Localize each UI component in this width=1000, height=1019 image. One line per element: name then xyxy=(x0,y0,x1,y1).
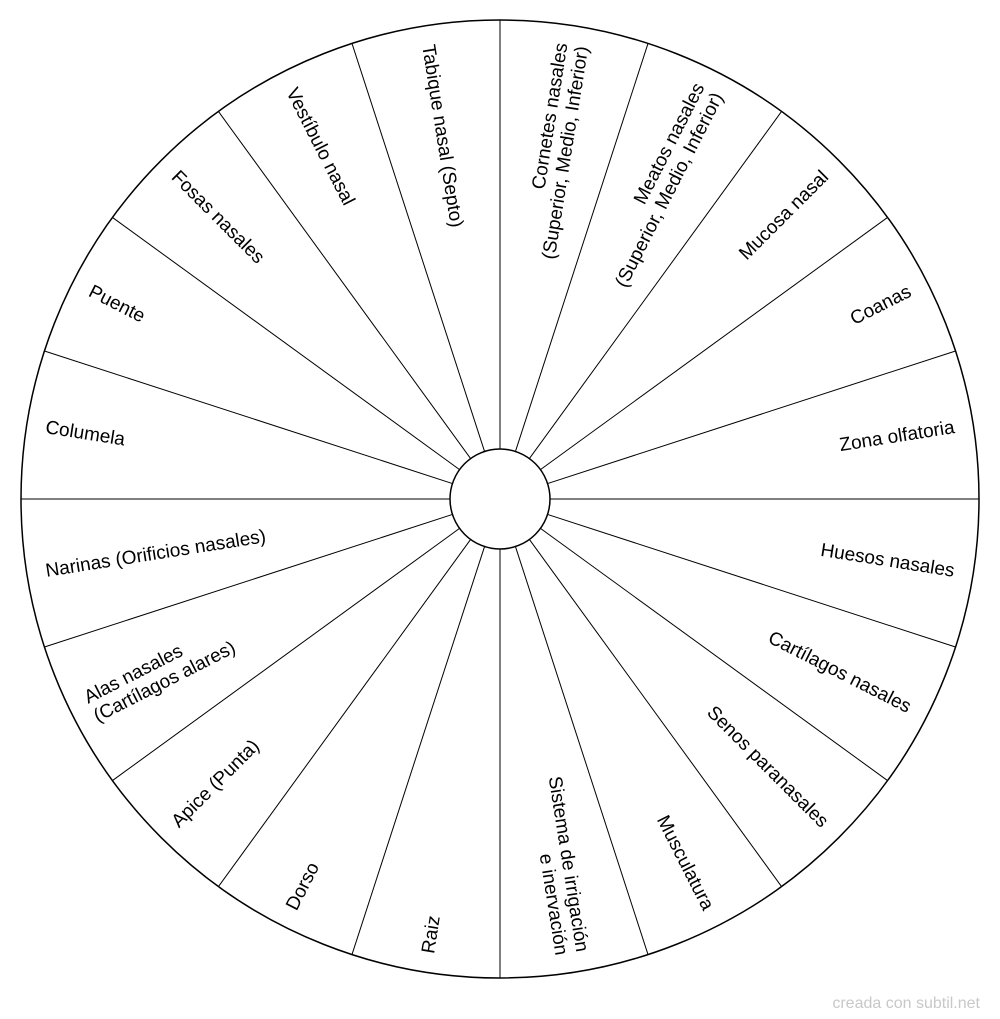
segment-label-line: Vestíbulo nasal xyxy=(281,85,358,209)
segment-label: Coanas xyxy=(847,281,915,329)
segment-divider xyxy=(540,527,888,781)
segment-divider xyxy=(351,546,486,955)
segment-divider xyxy=(44,513,453,648)
outer-circle xyxy=(20,19,980,979)
segment-divider xyxy=(540,217,888,471)
segment-label: Senos paranasales xyxy=(702,702,832,832)
segment-divider xyxy=(112,217,460,471)
footer-credit: creada con subtil.net xyxy=(832,995,980,1012)
segment-label: Cartílagos nasales xyxy=(765,627,915,717)
segment-label: Musculatura xyxy=(652,812,718,914)
segment-divider xyxy=(351,43,486,452)
segment-label-line: Senos paranasales xyxy=(702,702,832,832)
segment-dividers xyxy=(21,20,979,978)
segment-divider xyxy=(528,539,782,887)
segment-label-line: Musculatura xyxy=(652,812,718,914)
segment-label: Raiz xyxy=(418,914,445,955)
segment-divider xyxy=(528,111,782,459)
segment-label-line: Dorso xyxy=(282,859,324,914)
segment-label-line: Cartílagos nasales xyxy=(765,627,915,717)
segment-label: Columela xyxy=(44,417,127,450)
segment-label: Huesos nasales xyxy=(819,540,956,582)
segment-label-line: Apice (Punta) xyxy=(168,736,264,832)
segment-label: Alas nasales(Cartílagos alares) xyxy=(81,619,239,727)
segment-label-line: Huesos nasales xyxy=(819,540,956,582)
segment-label-line: Coanas xyxy=(847,281,915,329)
segment-label: Sistema de irrigacióne inervación xyxy=(523,775,592,957)
segment-divider xyxy=(514,43,649,452)
segment-label: Fosas nasales xyxy=(167,167,268,268)
segment-label-line: Mucosa nasal xyxy=(735,167,833,265)
segment-label: Cornetes nasales(Superior, Medio, Inferi… xyxy=(518,41,593,260)
segment-divider xyxy=(44,350,453,485)
segment-divider xyxy=(218,539,472,887)
segment-label: Zona olfatoria xyxy=(838,417,956,456)
segment-label: Puente xyxy=(85,281,148,327)
segment-label-line: Fosas nasales xyxy=(167,167,268,268)
segment-label-line: Narinas (Orificios nasales) xyxy=(44,526,267,582)
segment-label: Vestíbulo nasal xyxy=(281,85,358,209)
segment-label: Tabique nasal (Septo) xyxy=(417,43,467,229)
segment-divider xyxy=(547,513,956,648)
segment-label: Narinas (Orificios nasales) xyxy=(44,526,267,582)
segment-label: Dorso xyxy=(282,859,324,914)
segment-label: Meatos nasales(Superior, Medio, Inferior… xyxy=(593,80,728,291)
segment-label-line: Zona olfatoria xyxy=(838,417,956,456)
segment-divider xyxy=(547,350,956,485)
segment-divider xyxy=(514,546,649,955)
segment-label: Mucosa nasal xyxy=(735,167,833,265)
segment-label-line: Puente xyxy=(85,281,148,327)
segment-label-line: Columela xyxy=(44,417,127,450)
segment-label-line: Raiz xyxy=(418,914,445,955)
segment-divider xyxy=(218,111,472,459)
segment-divider xyxy=(112,527,460,781)
center-circle xyxy=(449,448,551,550)
segment-label-line: Tabique nasal (Septo) xyxy=(417,43,467,229)
segment-label: Apice (Punta) xyxy=(168,736,264,832)
